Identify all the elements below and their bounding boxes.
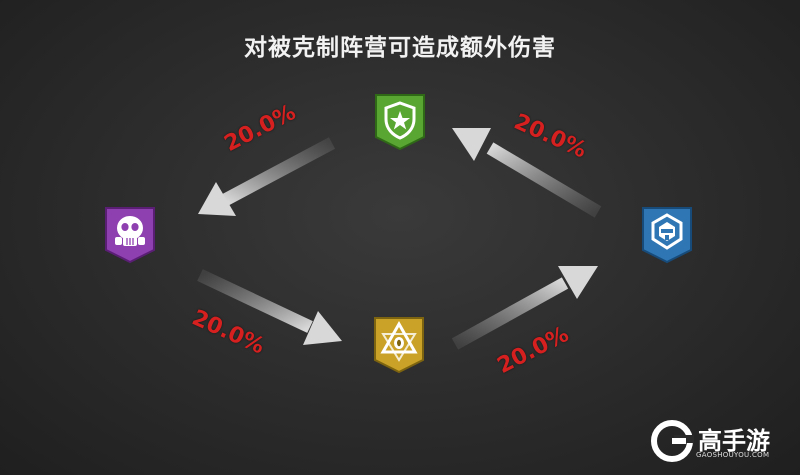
eye-triangle-icon: [380, 320, 418, 362]
arrow-top-to-left: [198, 137, 336, 216]
watermark-site: GAOSHOUYOU.COM: [696, 451, 770, 459]
faction-badge-top: [374, 93, 426, 151]
gas-mask-skull-icon: [115, 216, 145, 246]
watermark-brand: 高手游: [698, 427, 770, 455]
watermark: 高手游 GAOSHOUYOU.COM: [650, 417, 790, 467]
diagram-title: 对被克制阵营可造成额外伤害: [244, 35, 556, 61]
shield-star-icon: [384, 101, 416, 140]
g-logo-icon: [651, 420, 694, 462]
mech-helmet-icon: [651, 213, 683, 250]
arrow-left-to-bottom: [197, 269, 342, 345]
arrow-bottom-to-right: [451, 266, 598, 350]
faction-badge-right: [641, 206, 693, 264]
faction-badge-left: [104, 206, 156, 264]
arrow-right-to-top: [452, 128, 602, 218]
faction-badge-bottom: [373, 316, 425, 374]
